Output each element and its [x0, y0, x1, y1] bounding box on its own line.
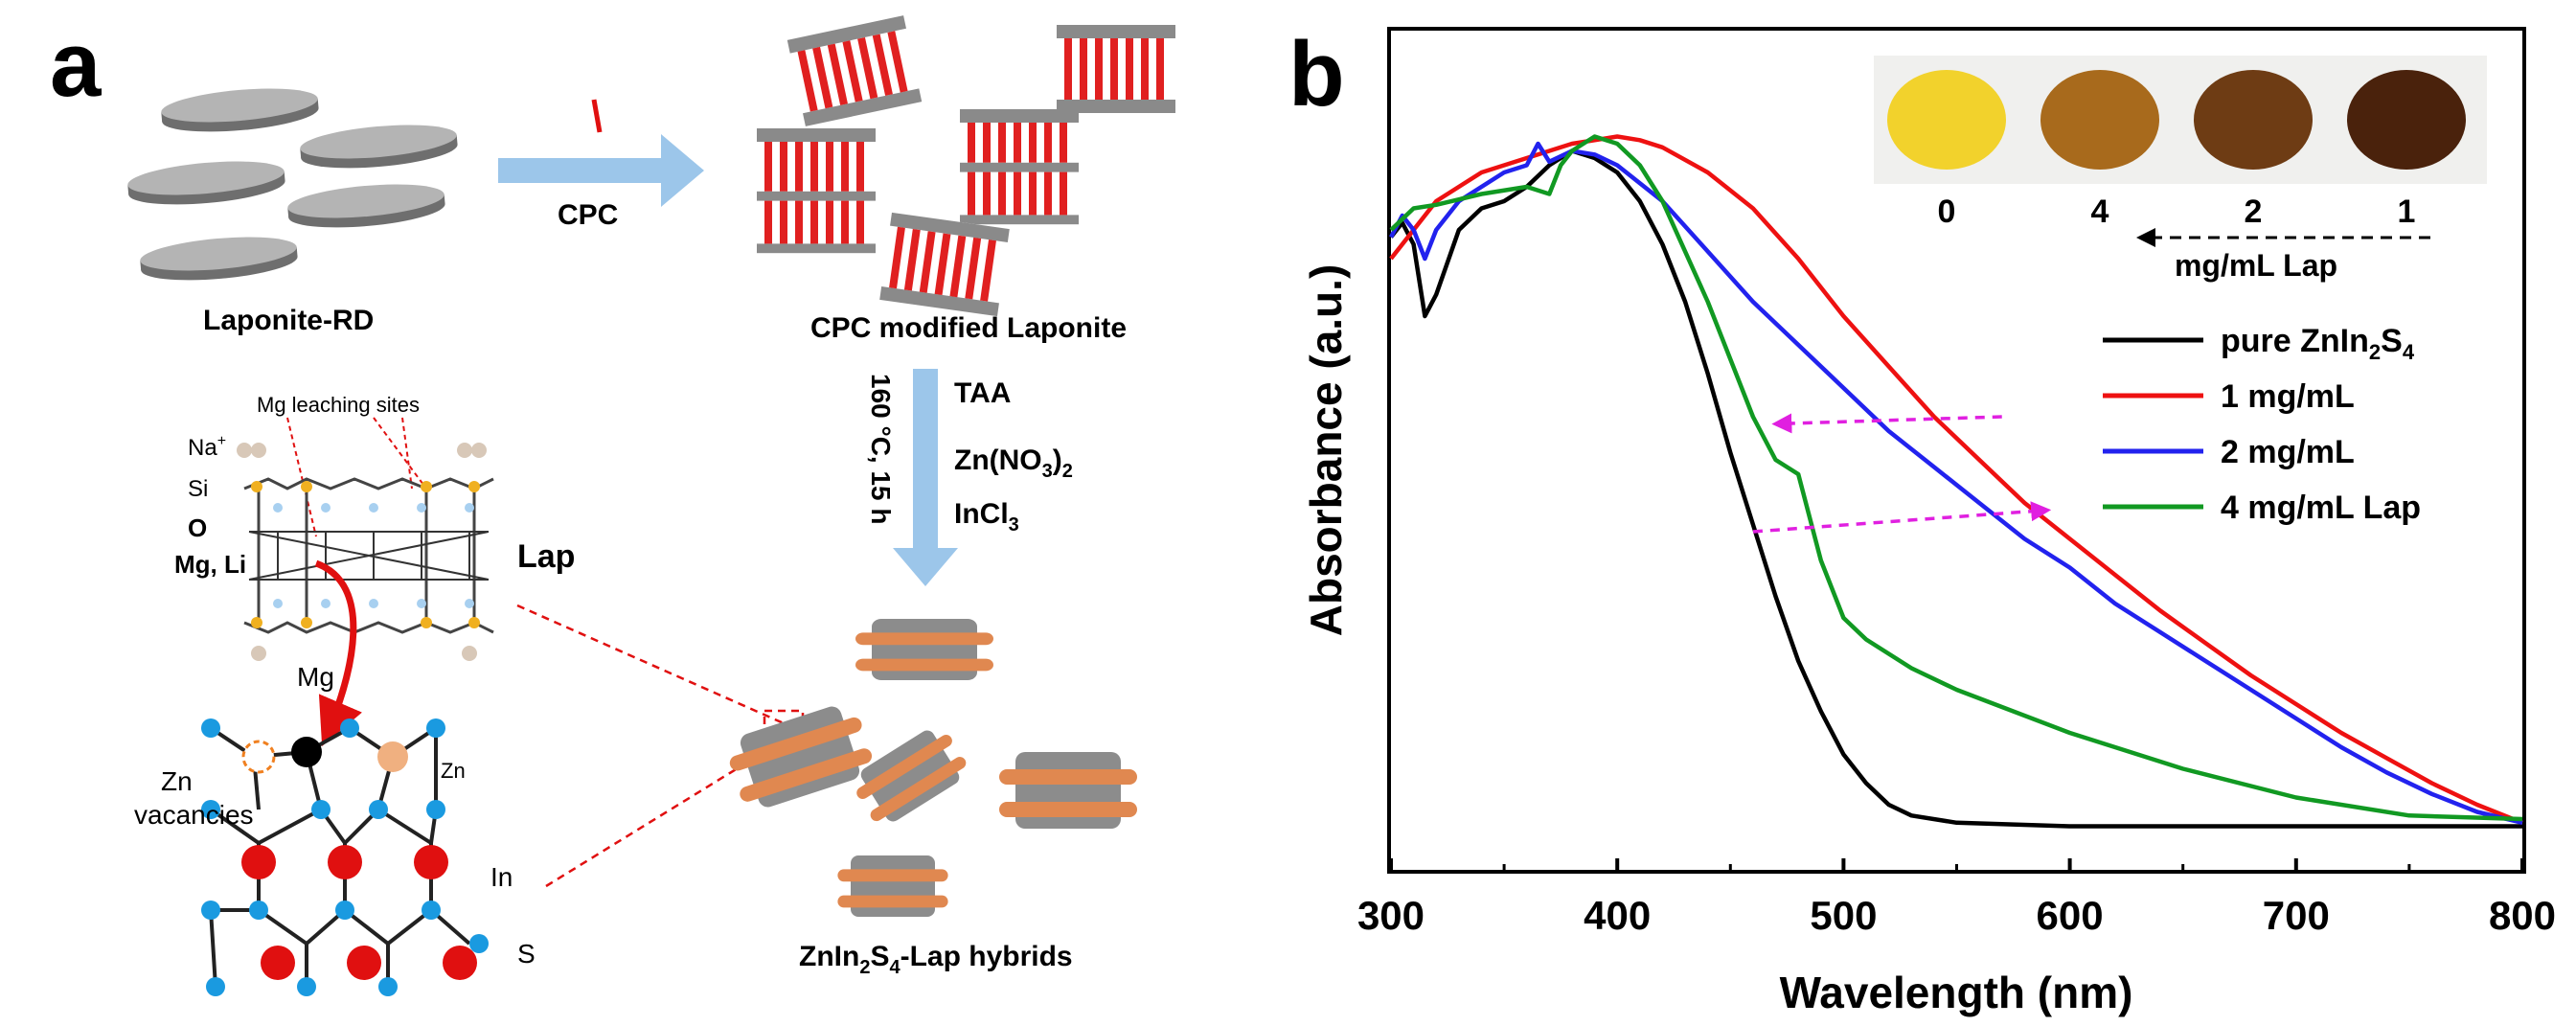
- x-tick-label-500: 500: [1810, 893, 1877, 938]
- panel-b: b 300 400 500 600 700 800 Wavelength (nm) Abs…: [1288, 23, 2556, 1017]
- inset-swatch-2: [2194, 70, 2313, 170]
- hybrids-label: ZnIn2S4-Lap hybrids: [799, 941, 1073, 978]
- panel-a-label: a: [50, 13, 102, 116]
- condition-label: 160 °C, 15 h: [866, 374, 896, 525]
- reagent-zinc-nitrate: Zn(NO3)2: [954, 445, 1073, 482]
- panel-a: a Laponite-RD CPC CPC modified Laponite: [50, 13, 1175, 996]
- inset-swatch-4: [2040, 70, 2159, 170]
- atom-label-na: Na+: [188, 433, 226, 461]
- x-tick-label-600: 600: [2037, 893, 2104, 938]
- synthesis-arrow: [893, 369, 958, 586]
- x-axis-label: Wavelength (nm): [1780, 968, 2133, 1017]
- y-axis-label: Absorbance (a.u.): [1301, 264, 1351, 637]
- inset-axis-label: mg/mL Lap: [2175, 248, 2337, 283]
- legend-label-2: 2 mg/mL: [2221, 434, 2355, 470]
- lap-label: Lap: [517, 538, 575, 575]
- series-line-0: [1389, 148, 2522, 829]
- atom-label-s: S: [517, 939, 536, 969]
- mg-leaching-sites-label: Mg leaching sites: [257, 393, 420, 417]
- cpc-arrow-label: CPC: [558, 199, 618, 231]
- atom-label-o: O: [188, 513, 207, 542]
- shift-arrows: [1752, 413, 2052, 534]
- inset-photo: 0 4 2 1: [1874, 56, 2487, 230]
- laponite-label: Laponite-RD: [203, 305, 374, 336]
- x-tick-label-300: 300: [1357, 893, 1425, 938]
- cpc-modified-label: CPC modified Laponite: [810, 312, 1127, 344]
- reagent-incl3: InCl3: [954, 498, 1019, 536]
- panel-b-label: b: [1288, 23, 1345, 125]
- shift-arrow-0: [1771, 413, 2002, 434]
- inset-swatch-0: [1887, 70, 2006, 170]
- legend: pure ZnIn2S4 1 mg/mL 2 mg/mL 4 mg/mL Lap: [2103, 323, 2421, 526]
- atom-label-zn-vacancies-2: vacancies: [134, 800, 254, 830]
- znin2s4-lattice: [201, 718, 489, 996]
- inset-swatch-1: [2347, 70, 2466, 170]
- series-line-1: [1389, 134, 2523, 825]
- shift-arrow-1: [1752, 501, 2052, 534]
- series-line-3: [1389, 134, 2523, 822]
- x-tick-label-700: 700: [2263, 893, 2330, 938]
- legend-label-0: pure ZnIn2S4: [2221, 323, 2415, 364]
- x-tick-label-400: 400: [1584, 893, 1651, 938]
- inset-swatch-label-4: 4: [2091, 194, 2109, 230]
- cpc-arrow: [498, 99, 704, 207]
- reagent-taa: TAA: [954, 377, 1011, 409]
- atom-label-mg: Mg: [297, 662, 334, 692]
- legend-label-3: 4 mg/mL Lap: [2221, 490, 2421, 526]
- inset-swatch-label-1: 1: [2398, 194, 2416, 230]
- hybrid-particles: [722, 619, 1137, 917]
- series-line-2: [1389, 141, 2523, 825]
- atom-label-si: Si: [188, 476, 208, 502]
- atom-label-zn: Zn: [441, 759, 466, 783]
- laponite-discs: [125, 82, 459, 286]
- leaching-arrow: [314, 559, 362, 747]
- atom-label-in: In: [490, 862, 513, 892]
- atom-label-mg-li: Mg, Li: [174, 550, 246, 579]
- inset-swatch-label-2: 2: [2245, 194, 2263, 230]
- cpc-modified-stacks: [757, 15, 1175, 317]
- x-tick-label-800: 800: [2489, 893, 2556, 938]
- legend-label-1: 1 mg/mL: [2221, 378, 2355, 415]
- inset-swatch-label-0: 0: [1938, 194, 1956, 230]
- axes: 300 400 500 600 700 800: [1357, 858, 2556, 938]
- absorbance-curves: [1389, 134, 2523, 829]
- inset-direction-arrow: [2136, 228, 2433, 247]
- lap-crystal-structure: [237, 417, 494, 661]
- atom-label-zn-vacancies-1: Zn: [161, 766, 193, 796]
